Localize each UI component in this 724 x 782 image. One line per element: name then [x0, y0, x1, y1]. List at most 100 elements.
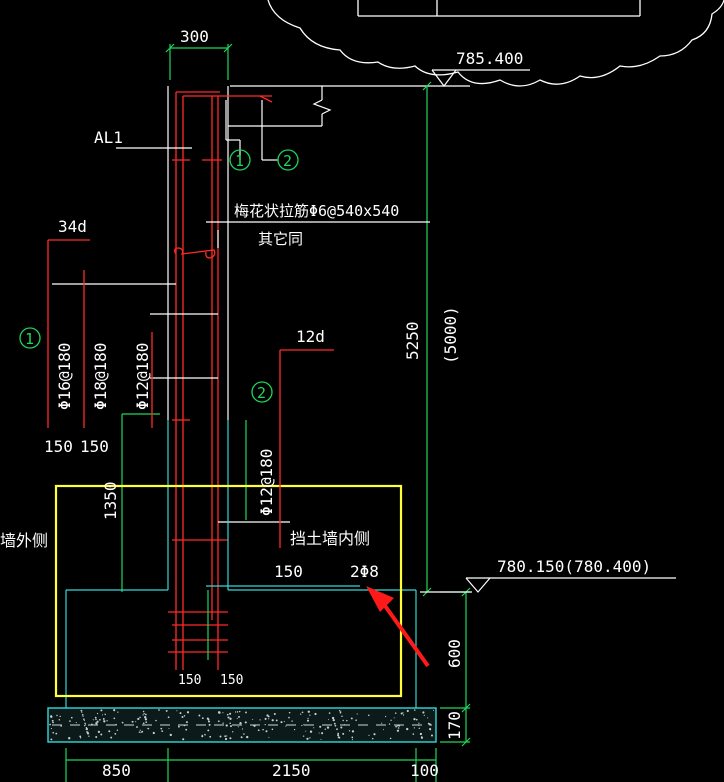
green-guides — [121, 413, 247, 592]
concrete-speck — [271, 719, 274, 722]
concrete-speck — [400, 712, 403, 715]
concrete-speck — [415, 718, 418, 721]
concrete-speck — [135, 721, 137, 723]
rebar-length-34d — [47, 239, 153, 428]
concrete-speck — [139, 729, 141, 731]
concrete-speck — [309, 714, 311, 716]
concrete-speck — [145, 713, 147, 716]
dim-600-text: 600 — [445, 639, 464, 668]
concrete-speck — [198, 714, 201, 717]
concrete-speck — [331, 716, 335, 720]
concrete-speck — [207, 718, 210, 721]
concrete-speck — [226, 735, 228, 737]
concrete-speck — [268, 718, 270, 720]
concrete-speck — [306, 719, 310, 722]
concrete-speck — [209, 735, 212, 738]
concrete-speck — [86, 732, 90, 735]
concrete-speck — [91, 723, 93, 726]
concrete-speck — [165, 709, 168, 712]
concrete-speck — [176, 710, 178, 712]
concrete-speck — [70, 716, 73, 719]
concrete-speck — [113, 709, 116, 712]
cloud-outline — [267, 0, 724, 87]
dimension-300 — [165, 43, 233, 80]
concrete-speck — [337, 736, 340, 739]
concrete-speck — [234, 711, 237, 713]
concrete-speck — [179, 712, 182, 715]
concrete-speck — [246, 735, 249, 739]
concrete-speck — [83, 720, 85, 722]
concrete-speck — [52, 721, 54, 724]
concrete-speck — [328, 712, 331, 714]
concrete-speck — [418, 727, 421, 730]
concrete-speck — [318, 732, 320, 734]
concrete-speck — [232, 731, 234, 733]
concrete-speck — [293, 728, 296, 731]
dim-100-text: 100 — [410, 761, 439, 780]
bar-16-label: Φ16@180 — [55, 343, 74, 410]
concrete-speck — [417, 724, 419, 726]
concrete-speck — [142, 722, 145, 725]
dim-150-left-a-text: 150 — [44, 437, 73, 456]
concrete-speck — [351, 730, 355, 733]
concrete-speck — [183, 715, 186, 717]
dim-150-left-b-text: 150 — [80, 437, 109, 456]
concrete-speck — [427, 717, 429, 719]
rebar-length-12d — [279, 349, 334, 548]
concrete-speck — [356, 713, 358, 715]
concrete-speck — [303, 724, 305, 726]
concrete-speck — [68, 737, 71, 740]
concrete-speck — [262, 728, 264, 731]
concrete-speck — [229, 712, 232, 715]
concrete-speck — [309, 730, 313, 733]
concrete-speck — [257, 729, 260, 732]
concrete-speck — [139, 716, 141, 719]
concrete-speck — [383, 729, 385, 731]
dim-5000-text: (5000) — [441, 306, 460, 364]
concrete-speck — [99, 718, 101, 721]
concrete-speck — [338, 709, 341, 712]
concrete-speck — [413, 727, 415, 729]
wall-outline — [167, 86, 229, 420]
concrete-speck — [102, 714, 103, 716]
concrete-speck — [106, 720, 108, 722]
concrete-speck — [314, 712, 317, 716]
concrete-speck — [92, 719, 94, 721]
concrete-speck — [95, 722, 98, 725]
circle-marker-2-top — [277, 149, 299, 171]
concrete-speck — [333, 722, 336, 725]
dim-300-text: 300 — [180, 27, 209, 46]
concrete-speck — [266, 714, 269, 717]
concrete-speck — [140, 731, 142, 733]
concrete-speck — [368, 714, 370, 717]
wall-outer-label: 墙外侧 — [0, 531, 48, 550]
concrete-speck — [167, 716, 170, 719]
concrete-speck — [225, 724, 228, 727]
leader-lines — [52, 100, 430, 523]
concrete-speck — [368, 734, 370, 736]
concrete-speck — [413, 717, 416, 721]
concrete-speck — [280, 721, 283, 724]
concrete-speck — [241, 728, 244, 730]
concrete-speck — [351, 736, 354, 739]
concrete-speck — [332, 718, 335, 722]
elevation-top-text: 785.400 — [456, 49, 523, 68]
concrete-speck — [398, 725, 401, 727]
concrete-speck — [240, 736, 243, 739]
concrete-speck — [396, 729, 400, 732]
concrete-speck — [237, 726, 239, 728]
concrete-speck — [201, 735, 204, 738]
concrete-speck — [264, 717, 267, 720]
concrete-speck — [51, 719, 54, 722]
concrete-speck — [142, 710, 145, 713]
concrete-speck — [418, 722, 420, 724]
concrete-speck — [229, 737, 232, 740]
concrete-speck — [324, 728, 326, 730]
concrete-speck — [343, 724, 346, 726]
concrete-speck — [419, 732, 423, 736]
concrete-speck — [222, 712, 224, 714]
tie-bar — [174, 247, 216, 259]
elevation-bottom-text: 780.150(780.400) — [497, 557, 651, 576]
concrete-speck — [117, 711, 119, 713]
concrete-speck — [85, 731, 88, 733]
